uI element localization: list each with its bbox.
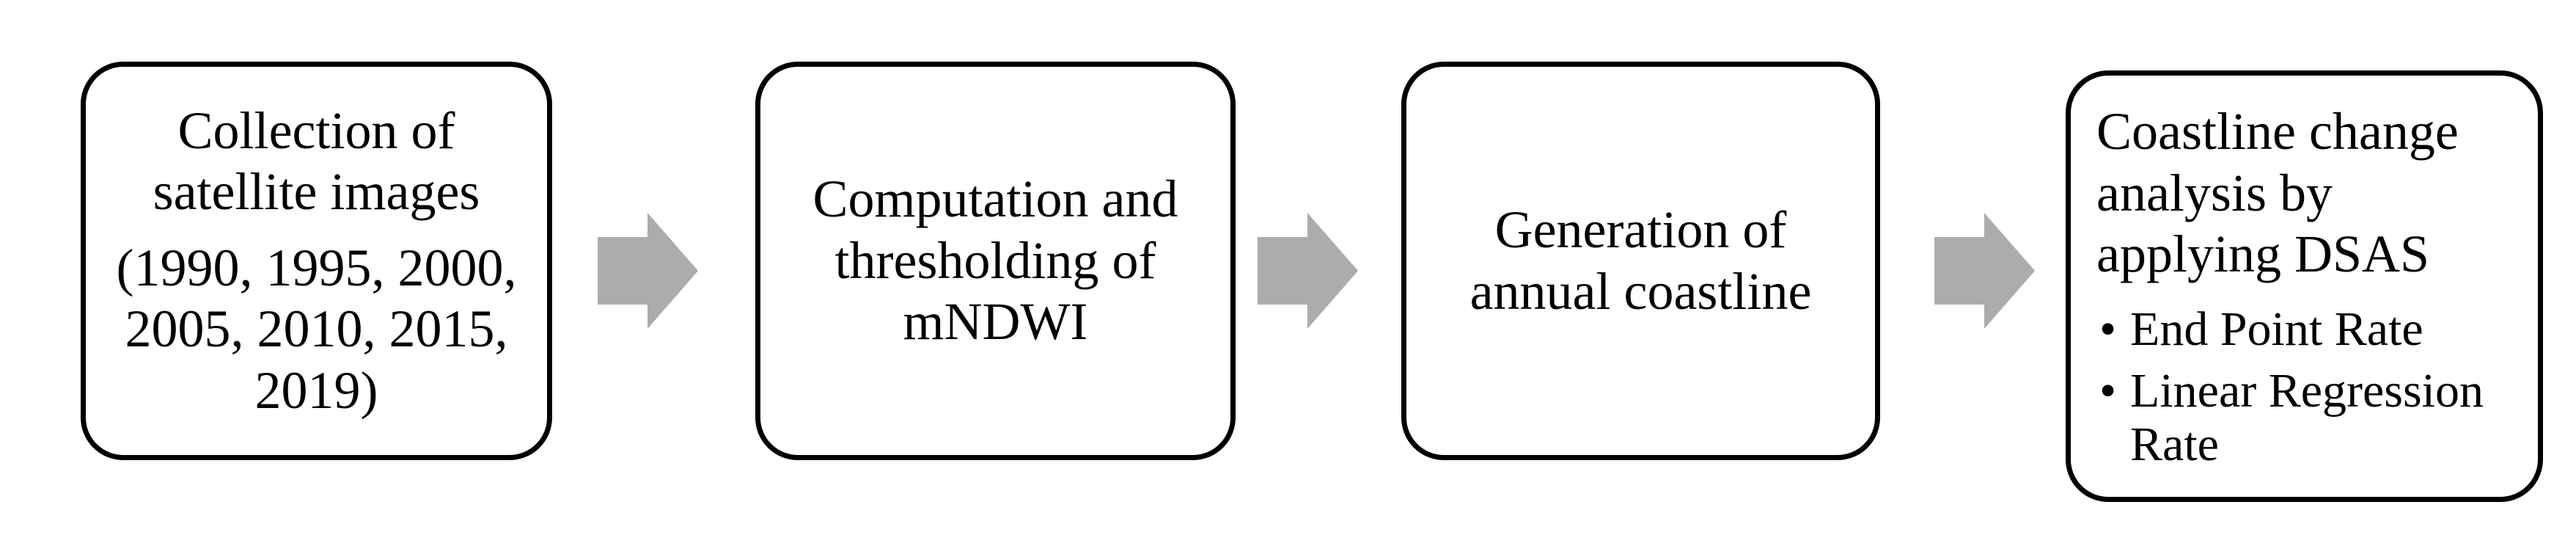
arrow-right-icon — [598, 213, 698, 329]
flow-step-mndwi: Computation and thresholding of mNDWI — [755, 62, 1236, 460]
step-title: Generation of annual coastline — [1469, 200, 1812, 321]
dsas-method-list: End Point Rate Linear Regression Rate — [2096, 302, 2522, 472]
flow-step-dsas-analysis: Coastline change analysis by applying DS… — [2066, 70, 2543, 502]
step-title: Computation and thresholding of mNDWI — [812, 170, 1178, 352]
flow-step-coastline-generation: Generation of annual coastline — [1401, 62, 1880, 460]
list-item: End Point Rate — [2096, 302, 2522, 357]
list-item: Linear Regression Rate — [2096, 364, 2522, 471]
flow-step-image-collection: Collection of satellite images (1990, 19… — [81, 62, 552, 460]
arrow-right-icon — [1934, 213, 2035, 329]
step-content: Coastline change analysis by applying DS… — [2096, 101, 2522, 471]
step-title: Coastline change analysis by applying DS… — [2096, 102, 2459, 284]
step-title: Collection of satellite images — [153, 101, 480, 222]
step-years: (1990, 1995, 2000, 2005, 2010, 2015, 201… — [116, 238, 517, 420]
arrow-right-icon — [1258, 213, 1358, 329]
